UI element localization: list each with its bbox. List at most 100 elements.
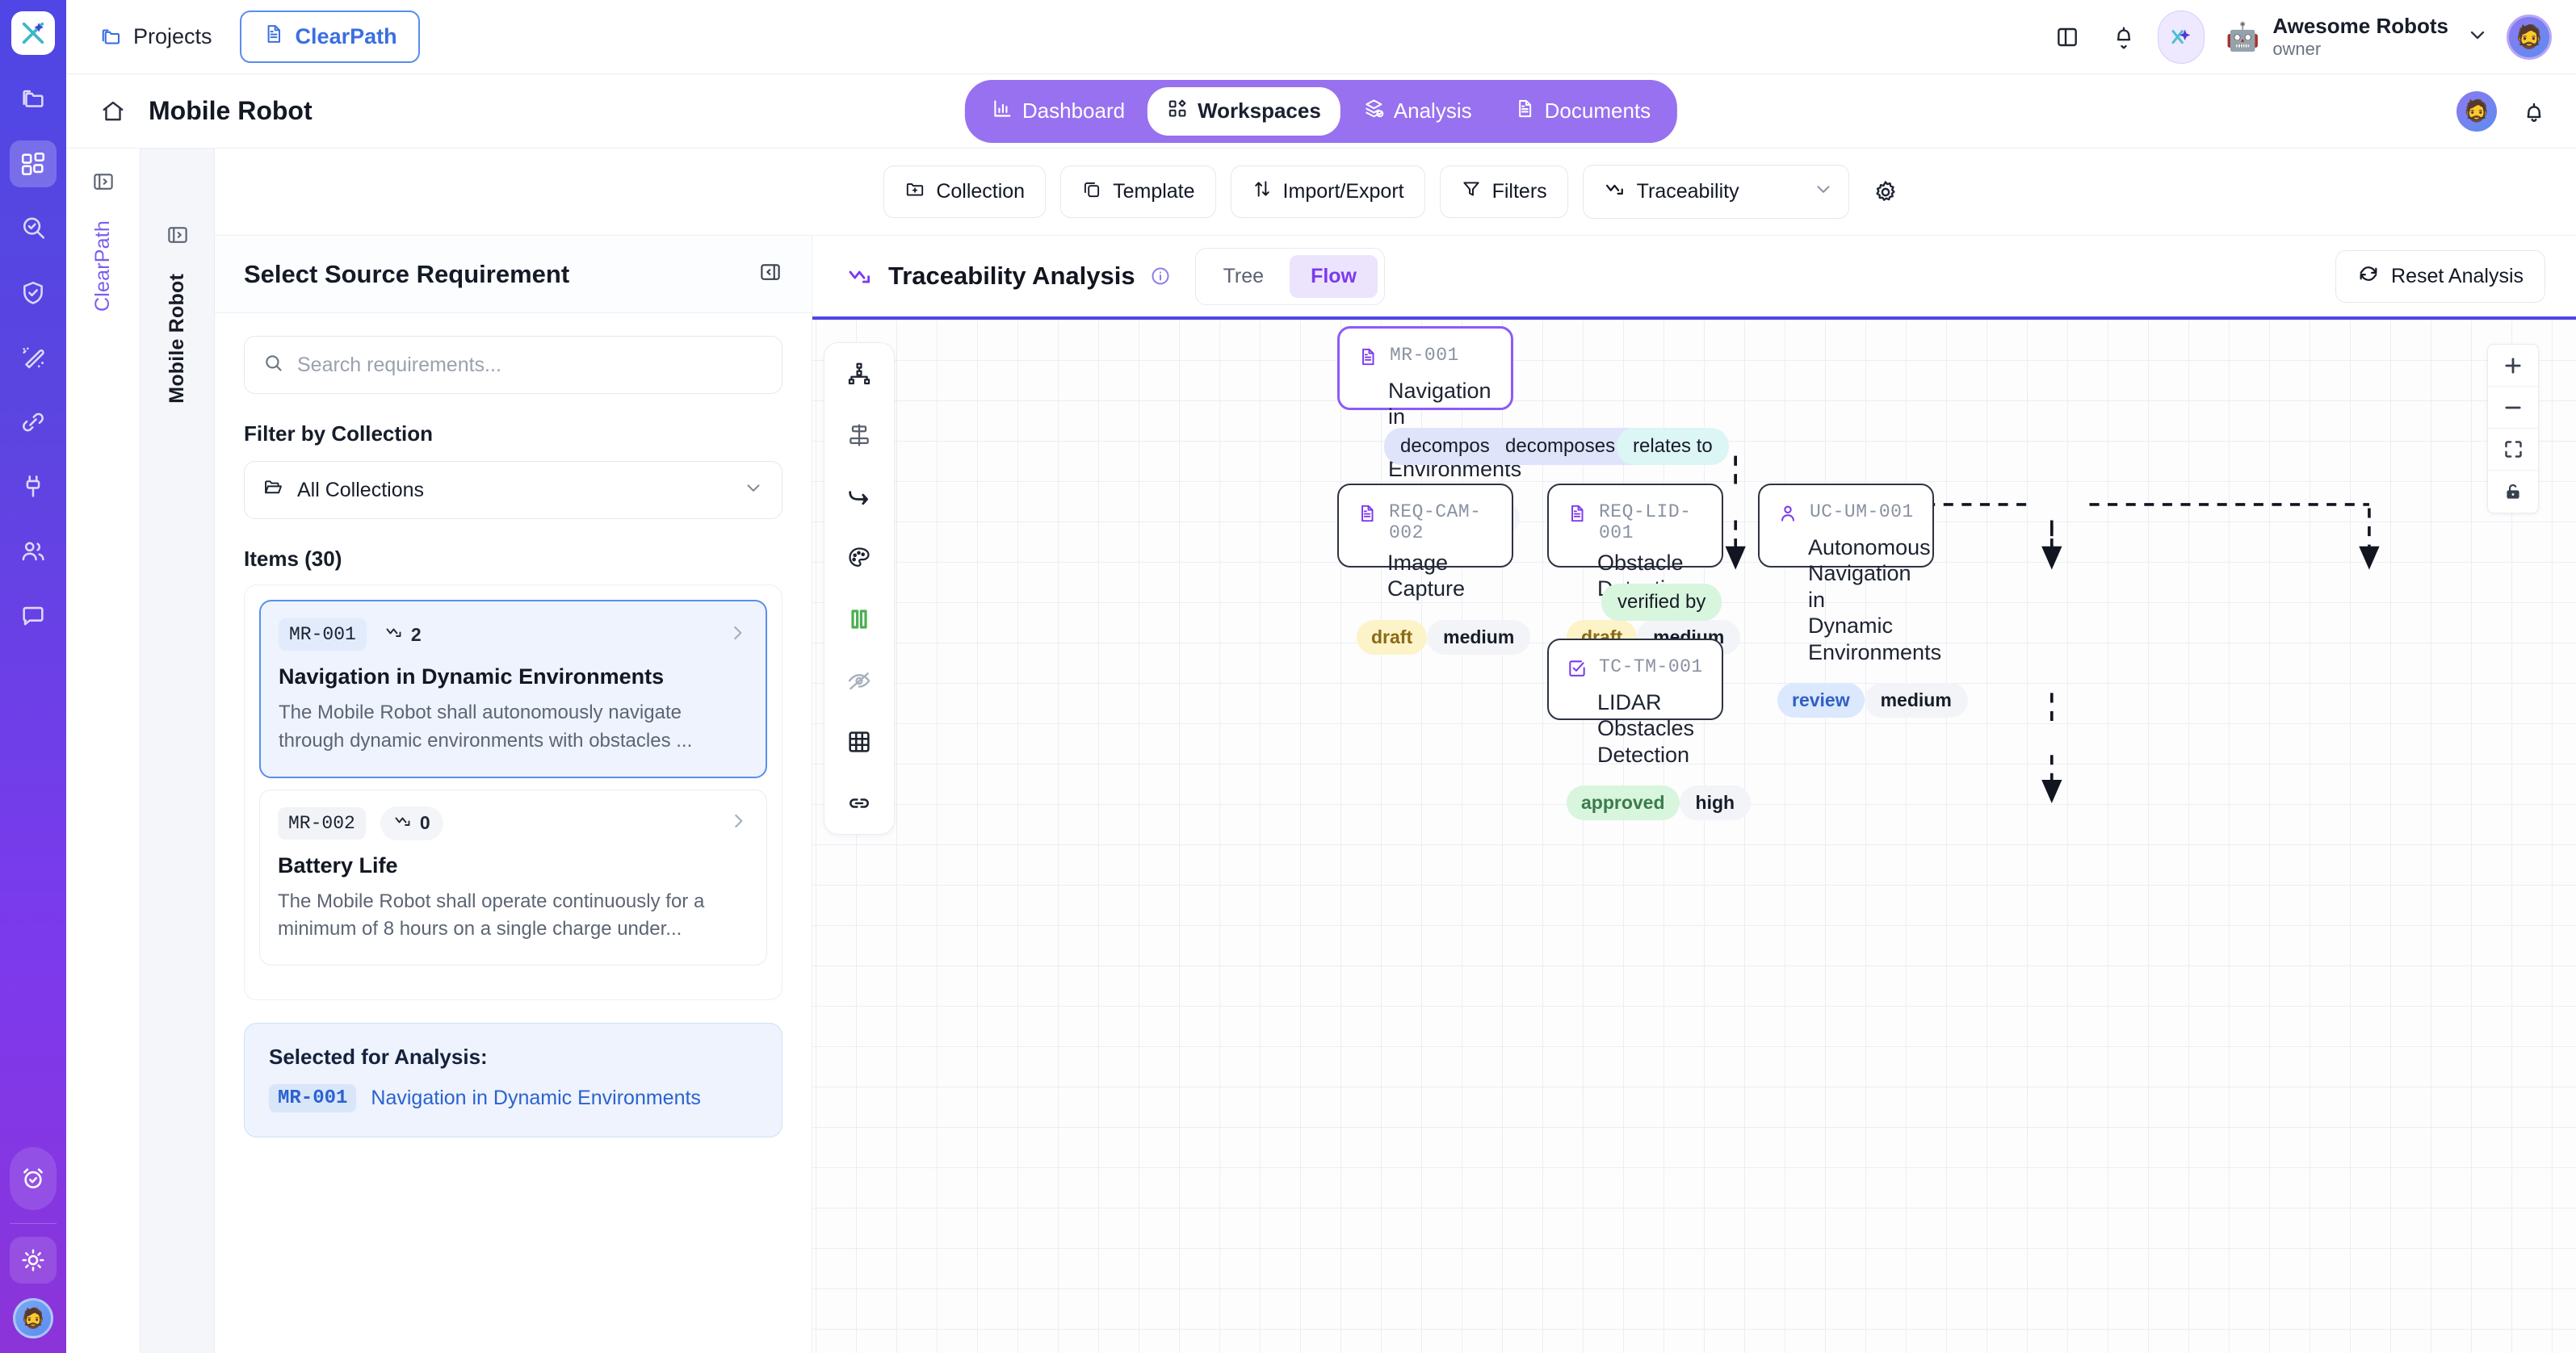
document-icon (262, 23, 285, 51)
zoom-in-button[interactable] (2488, 345, 2538, 387)
vtab-clearpath-label: ClearPath (91, 220, 114, 312)
traceability-analysis-panel: Traceability Analysis Tree Flow (812, 236, 2576, 1353)
requirements-list[interactable]: MR-001 2 (244, 584, 782, 1001)
page-title: Mobile Robot (149, 96, 313, 125)
sidebar-divider (10, 1223, 57, 1224)
select-source-header: Select Source Requirement (215, 236, 812, 313)
edge-label-relates-to[interactable]: relates to (1617, 428, 1729, 465)
edge-style-icon[interactable] (846, 484, 872, 509)
project-header-actions: 🧔 (2456, 90, 2547, 132)
bell-icon[interactable] (2521, 98, 2547, 124)
sidebar-item-workspaces[interactable] (10, 140, 57, 187)
select-source-title: Select Source Requirement (244, 259, 570, 288)
tab-analysis[interactable]: Analysis (1344, 87, 1491, 136)
avatar[interactable]: 🧔 (2456, 90, 2497, 132)
flow-node-uc-um[interactable]: UC-UM-001 Autonomous Navigation in Dynam… (1758, 484, 1968, 718)
sidebar-item-review[interactable] (10, 205, 57, 252)
filters-button[interactable]: Filters (1439, 165, 1568, 218)
reset-analysis-button[interactable]: Reset Analysis (2335, 249, 2545, 303)
lock-button[interactable] (2488, 471, 2538, 513)
eye-off-icon[interactable] (846, 668, 872, 693)
document-icon (1357, 346, 1378, 371)
flow-node-root[interactable]: MR-001 Navigation in Dynamic Environment… (1337, 326, 1521, 535)
chevron-right-icon[interactable] (728, 811, 749, 836)
edge-label-verified-by[interactable]: verified by (1601, 584, 1722, 621)
status-badge: review (1777, 682, 1865, 718)
fit-view-button[interactable] (2488, 429, 2538, 471)
workspace-toolbar: Collection Template (215, 149, 2576, 236)
panel-collapse-icon[interactable] (758, 260, 782, 288)
item-link-count-value: 0 (419, 812, 430, 834)
zoom-out-button[interactable] (2488, 387, 2538, 429)
sidebar-item-ai-assist[interactable] (10, 334, 57, 381)
flow-canvas[interactable]: MR-001 Navigation in Dynamic Environment… (812, 320, 2576, 1353)
gear-icon[interactable] (1864, 170, 1907, 214)
breadcrumb-projects[interactable]: Projects (89, 18, 222, 56)
panel-expand-icon[interactable] (166, 223, 190, 251)
vtab-clearpath[interactable]: ClearPath (66, 149, 141, 1353)
collection-select[interactable]: All Collections (244, 461, 782, 519)
collection-button[interactable]: Collection (883, 165, 1047, 218)
link-icon[interactable] (846, 790, 872, 816)
avatar[interactable]: 🧔 (13, 1298, 53, 1338)
flow-node-req-cam[interactable]: REQ-CAM-002 Image Capture draft medium (1337, 484, 1531, 655)
list-item[interactable]: MR-002 0 (259, 789, 767, 966)
folder-plus-icon (904, 178, 925, 205)
checkbox-icon (1567, 658, 1588, 683)
chevron-right-icon[interactable] (727, 622, 748, 647)
hierarchy-layout-icon[interactable] (846, 361, 872, 387)
sidebar-bottom-group: 🧔 (0, 1147, 66, 1338)
app-logo-icon[interactable] (11, 11, 55, 55)
vtab-mobile-robot[interactable]: Mobile Robot (141, 149, 215, 1353)
view-mode-flow[interactable]: Flow (1290, 254, 1378, 298)
alarm-check-icon[interactable] (10, 1147, 57, 1210)
align-center-icon[interactable] (846, 422, 872, 448)
sparkle-ai-icon[interactable] (2157, 10, 2205, 64)
tab-clearpath[interactable]: ClearPath (239, 10, 420, 63)
flow-node-req-lid[interactable]: REQ-LID-001 Obstacle Detection draft med… (1547, 484, 1741, 655)
sidebar-item-integrations[interactable] (10, 463, 57, 510)
panel-expand-icon[interactable] (91, 170, 115, 198)
tab-documents[interactable]: Documents (1495, 87, 1671, 136)
template-button[interactable]: Template (1060, 165, 1216, 218)
user-avatar[interactable]: 🧔 (2507, 14, 2552, 60)
sidebar-item-links[interactable] (10, 399, 57, 446)
palette-icon[interactable] (846, 545, 872, 571)
info-circle-icon[interactable] (1150, 266, 1171, 287)
filters-button-label: Filters (1491, 180, 1547, 203)
collection-select-value: All Collections (297, 478, 425, 501)
traceability-dropdown[interactable]: Traceability (1582, 165, 1849, 219)
columns-icon[interactable] (846, 606, 872, 632)
tab-dashboard[interactable]: Dashboard (972, 87, 1144, 136)
trace-arrow-icon (1604, 178, 1626, 206)
selected-for-analysis: Selected for Analysis: MR-001 Navigation… (244, 1023, 782, 1138)
sun-icon[interactable] (10, 1237, 57, 1284)
search-requirements[interactable] (244, 336, 782, 394)
sidebar-item-compliance[interactable] (10, 270, 57, 316)
breadcrumb-projects-label: Projects (133, 24, 212, 48)
import-export-button[interactable]: Import/Export (1230, 165, 1425, 218)
select-source-panel: Select Source Requirement (215, 236, 812, 1353)
grid-icon[interactable] (846, 729, 872, 755)
panel-layout-icon[interactable] (2045, 15, 2090, 60)
tab-workspaces[interactable]: Workspaces (1147, 86, 1340, 136)
sidebar-item-projects[interactable] (10, 76, 57, 123)
flow-node-id: REQ-CAM-002 (1389, 501, 1482, 543)
home-icon[interactable] (100, 98, 126, 124)
bell-dropdown-icon[interactable] (2101, 15, 2146, 60)
sidebar-item-messages[interactable] (10, 593, 57, 639)
sidebar-item-team[interactable] (10, 528, 57, 575)
collection-button-label: Collection (936, 180, 1026, 203)
import-export-button-label: Import/Export (1282, 180, 1404, 203)
view-mode-tree[interactable]: Tree (1223, 264, 1265, 287)
flow-node-tc-tm[interactable]: TC-TM-001 LIDAR Obstacles Detection appr… (1547, 639, 1752, 821)
user-icon (1777, 503, 1798, 528)
selected-requirement-id: MR-001 (269, 1084, 357, 1113)
document-icon (1567, 503, 1588, 528)
org-switcher[interactable]: 🤖 Awesome Robots owner (2226, 14, 2489, 59)
search-input[interactable] (297, 353, 764, 377)
analysis-header: Traceability Analysis Tree Flow (812, 236, 2576, 320)
tab-clearpath-label: ClearPath (295, 24, 397, 48)
trace-arrow-icon (846, 262, 874, 290)
list-item[interactable]: MR-001 2 (259, 600, 767, 778)
